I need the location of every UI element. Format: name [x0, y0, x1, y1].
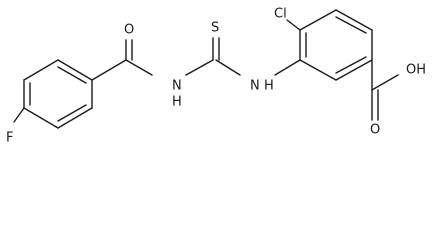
- chlorine-bond: [286, 19, 301, 31]
- amide-carbonyl: [91, 39, 153, 81]
- atom-nitrogen-thiourea: N: [250, 79, 260, 94]
- atom-oxygen-carbonyl-acid: O: [370, 123, 380, 138]
- thiocarbonyl: [212, 37, 241, 76]
- molecule-structure: O S Cl N H N H F O OH: [6, 7, 426, 146]
- chlorobenzoic-ring: [299, 9, 373, 81]
- atom-nitrogen-amide: N: [172, 79, 182, 94]
- thiourea-n-bond: [274, 59, 301, 76]
- fluorine-bond: [13, 107, 25, 123]
- atom-fluorine: F: [6, 131, 13, 146]
- amide-n-bond: [185, 59, 214, 76]
- atom-chlorine: Cl: [274, 7, 287, 22]
- atom-oxygen-carbonyl-amide: O: [124, 23, 134, 38]
- fluorophenyl-ring: [23, 59, 93, 129]
- atom-hydrogen-amide: H: [172, 95, 182, 110]
- atom-hydrogen-thiourea: H: [264, 79, 274, 94]
- atom-hydroxyl: OH: [406, 63, 426, 78]
- atom-sulfur: S: [211, 21, 219, 36]
- carboxylic-acid: [371, 59, 399, 121]
